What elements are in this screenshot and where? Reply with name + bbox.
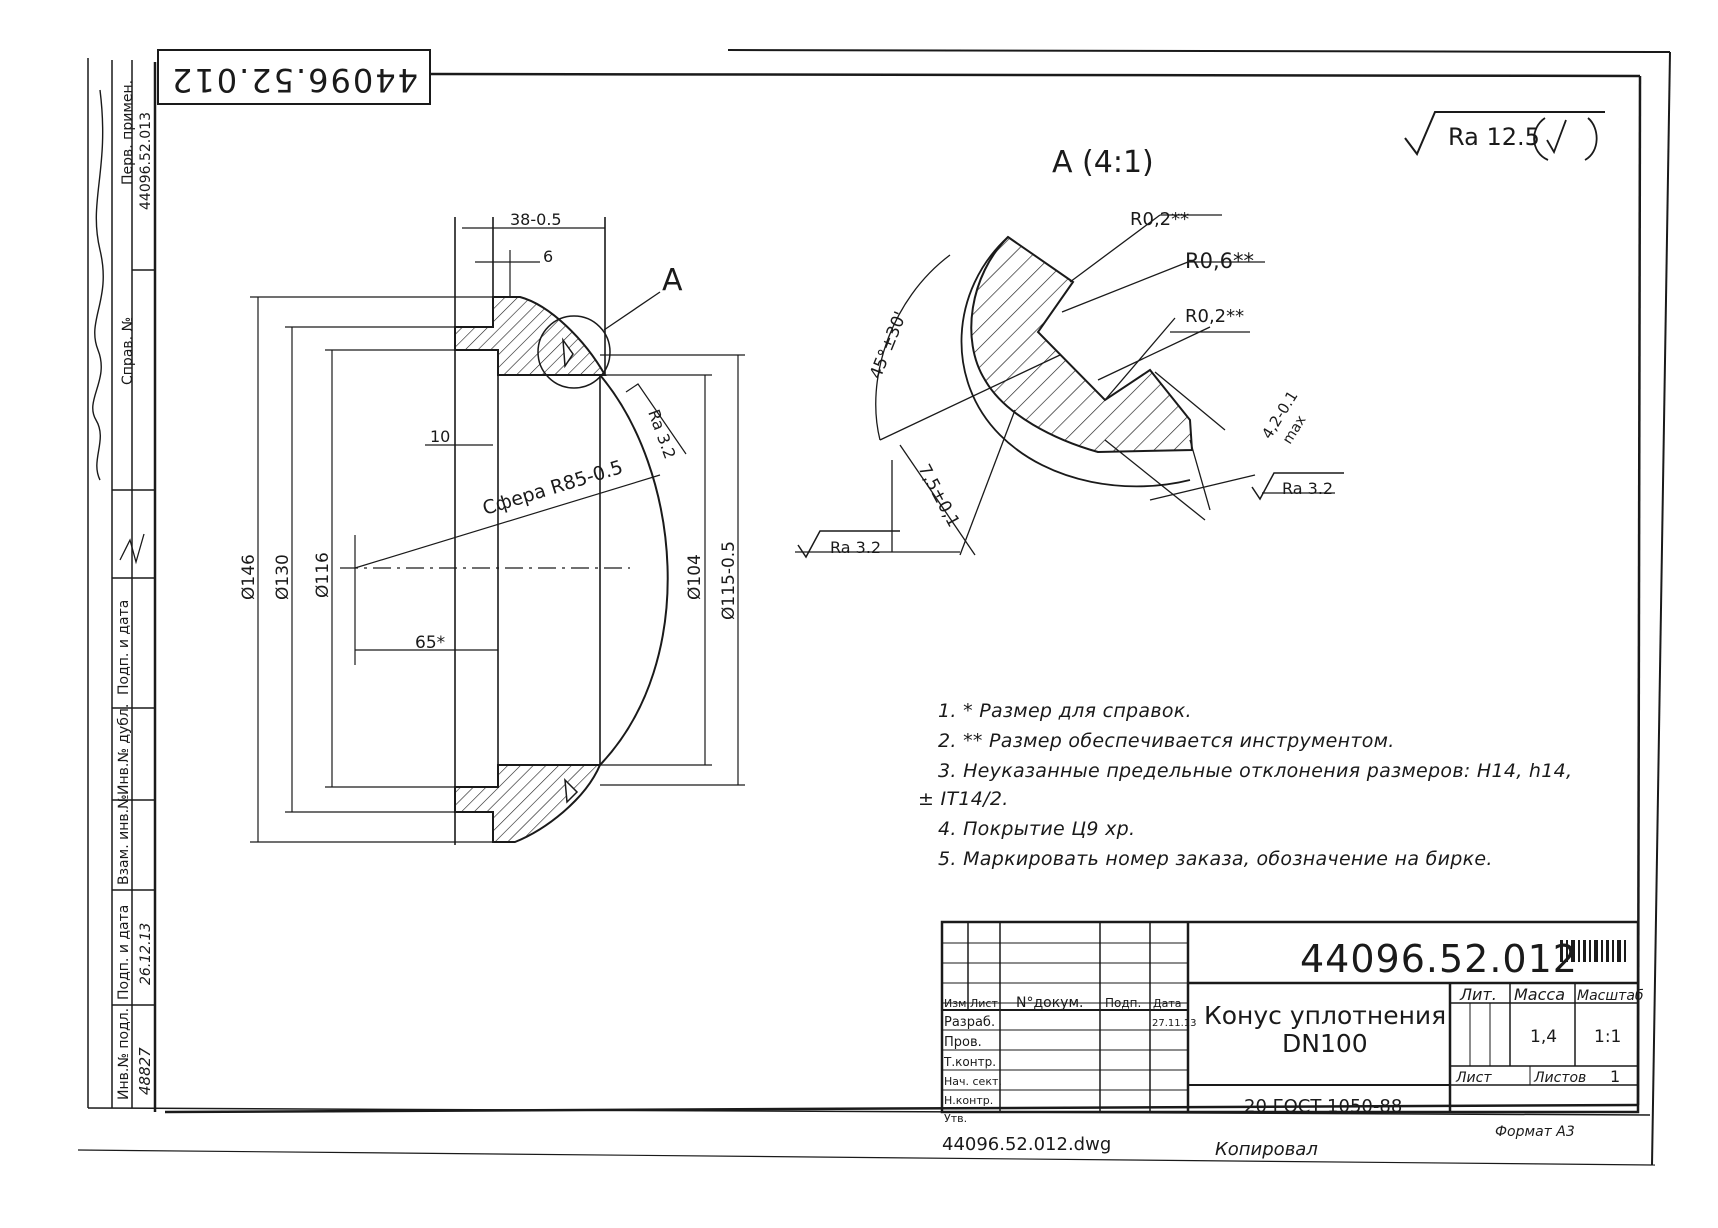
roughness-check-symbol	[1533, 117, 1598, 161]
tb-name-line1: Конус уплотнения	[1204, 1001, 1446, 1030]
tb-listov-label: Листов	[1533, 1070, 1586, 1086]
tb-kopiroval: Копировал	[1215, 1139, 1318, 1160]
tb-razrab: Разраб.	[944, 1015, 995, 1030]
tb-col-list: Лист	[970, 997, 998, 1010]
roughness-symbol-left	[797, 530, 900, 559]
note-1: 1. * Размер для справок.	[938, 700, 1192, 722]
main-part-view: А	[239, 210, 745, 845]
dim-d104: Ø104	[685, 554, 705, 600]
tb-masshtab: 1:1	[1594, 1027, 1621, 1047]
inv-podl-value: 48827	[136, 1047, 154, 1095]
tb-designation: 44096.52.012	[1300, 937, 1578, 981]
tb-list-label: Лист	[1455, 1070, 1492, 1086]
tb-col-podp: Подп.	[1105, 996, 1141, 1010]
note-5: 5. Маркировать номер заказа, обозначение…	[938, 848, 1493, 870]
tb-nachsekt: Нач. сект.	[944, 1075, 1002, 1088]
roughness-left: Ra 3.2	[830, 538, 881, 557]
detail-view-a: А (4:1) R0,2** R0,6** R0,2** 45°±	[795, 145, 1344, 559]
tb-prov: Пров.	[944, 1035, 982, 1050]
dim-d75: 7,5±0,1	[914, 461, 964, 531]
dim-sphere: Сфера R85-0.5	[480, 456, 625, 520]
dim-len6: 6	[543, 247, 553, 266]
title-block-grid	[940, 920, 1640, 1114]
sprav-number-label: Справ. №	[120, 317, 136, 385]
dim-r02b: R0,2**	[1185, 306, 1244, 327]
dim-d130: Ø130	[273, 554, 293, 600]
perv-primen-value: 44096.52.013	[138, 112, 154, 210]
section-bottom	[454, 764, 602, 843]
dim-r02a: R0,2**	[1130, 209, 1189, 230]
tb-col-ndok: N°докум.	[1016, 995, 1083, 1011]
side-stamp-lines	[111, 60, 155, 1108]
frame	[77, 49, 1671, 1166]
dim-len10: 10	[430, 427, 450, 446]
view-title: А (4:1)	[1052, 145, 1154, 180]
section-label-a: А	[662, 263, 683, 298]
tb-massa-label: Масса	[1514, 985, 1565, 1004]
dim-d116: Ø116	[313, 552, 333, 598]
roughness-symbol-right	[1251, 472, 1344, 501]
tb-material: 20 ГОСТ 1050-88	[1244, 1096, 1402, 1117]
perv-primen-label: Перв. примен.	[120, 80, 136, 185]
dim-d146: Ø146	[239, 554, 259, 600]
tb-filename: 44096.52.012.dwg	[942, 1134, 1111, 1155]
tb-utv: Утв.	[944, 1112, 967, 1125]
detail-section	[970, 235, 1194, 454]
sphere-arc	[599, 374, 669, 766]
tb-lit-label: Лит.	[1459, 985, 1497, 1004]
tb-col-izm: Изм.	[944, 997, 970, 1010]
podl-date-value: 26.12.13	[138, 923, 154, 985]
groove-top	[562, 337, 574, 369]
tb-nkontr: Н.контр.	[944, 1094, 993, 1107]
dim-angle: 45°±30'	[866, 309, 911, 382]
tb-format: Формат А3	[1495, 1124, 1575, 1140]
roughness-symbol-general	[1404, 111, 1605, 156]
note-3: 3. Неуказанные предельные отклонения раз…	[938, 760, 1573, 782]
number-box	[157, 49, 431, 105]
tb-tkontr: Т.контр.	[943, 1055, 996, 1069]
vzam-inv-label: Взам. инв.№	[116, 794, 132, 885]
detail-outer-arc	[960, 236, 1191, 488]
tb-listov: 1	[1610, 1067, 1620, 1086]
tb-masshtab-label: Масштаб	[1577, 988, 1644, 1004]
groove-bottom	[564, 778, 579, 804]
roughness-right: Ra 3.2	[1282, 479, 1333, 498]
dim-r06: R0,6**	[1185, 249, 1254, 273]
tb-date: 27.11.13	[1152, 1018, 1197, 1029]
section-top	[454, 296, 607, 376]
tb-col-data: Дата	[1153, 997, 1181, 1010]
note-3-cont: ± IT14/2.	[918, 788, 1009, 810]
dim-d115: Ø115-0.5	[719, 541, 739, 620]
podp-data2-label: Подп. и дата	[116, 905, 132, 1000]
barcode	[1560, 940, 1626, 962]
detail-circle-a	[537, 315, 611, 389]
roughness-general: Ra 12.5	[1448, 123, 1540, 151]
inv-dubl-label: Инв.№ дубл.	[116, 704, 132, 795]
inv-podl-label: Инв.№ подл.	[116, 1008, 132, 1100]
podp-data-label: Подп. и дата	[116, 600, 132, 695]
roughness-arc: Ra 3.2	[644, 407, 679, 462]
signature-mark	[119, 533, 145, 565]
drawing-number-rotated: 44096.52.012	[170, 61, 418, 99]
dim-len65: 65*	[415, 633, 445, 653]
note-4: 4. Покрытие Ц9 хр.	[938, 818, 1136, 840]
tb-massa: 1,4	[1530, 1027, 1557, 1047]
signature-scribble	[92, 89, 104, 481]
dim-len38: 38-0.5	[510, 210, 562, 229]
note-2: 2. ** Размер обеспечивается инструментом…	[938, 730, 1395, 752]
tb-name-line2: DN100	[1282, 1029, 1368, 1058]
